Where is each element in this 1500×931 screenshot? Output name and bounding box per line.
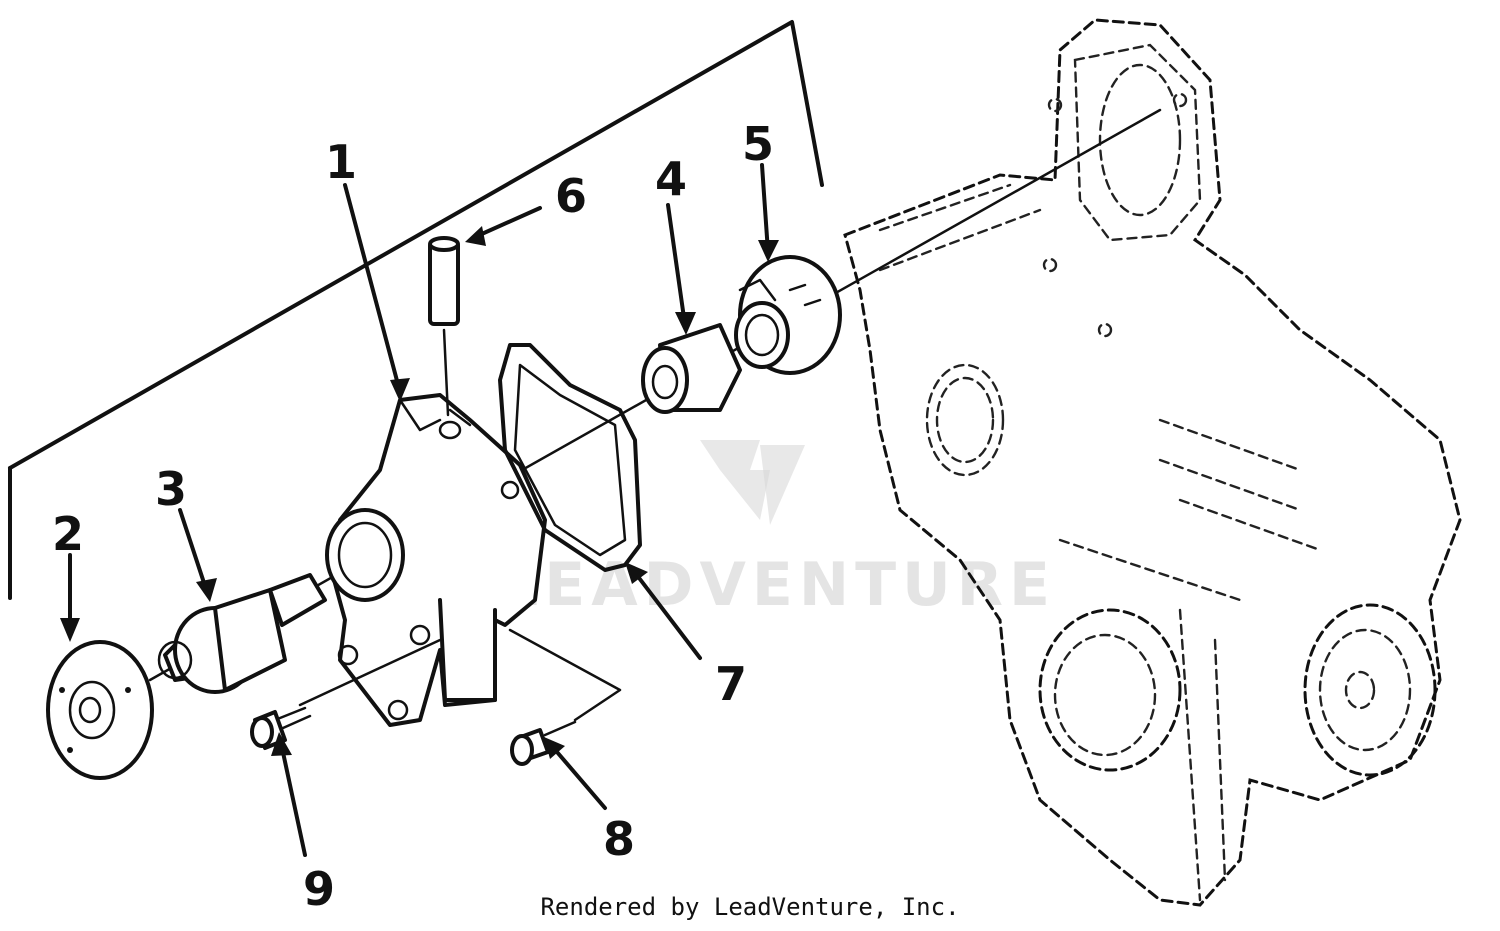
watermark-logo-shape — [700, 440, 770, 520]
engine-timing-cover — [843, 18, 1462, 907]
pump-housing — [325, 393, 547, 727]
callout-2: 2 — [52, 507, 84, 561]
watermark-text: LEADVENTURE — [500, 550, 1056, 620]
plug-pin — [428, 236, 460, 417]
callout-4: 4 — [655, 152, 687, 206]
assembly-bracket — [8, 20, 824, 470]
leader-arrows — [60, 163, 779, 857]
bolt-guide-line — [508, 628, 622, 722]
water-pump-seal — [641, 323, 742, 414]
bolt-long — [510, 720, 577, 766]
callout-1: 1 — [325, 135, 357, 189]
shaft-bearing — [157, 573, 327, 694]
watermark-logo-shape-2 — [760, 445, 805, 525]
render-credit: Rendered by LeadVenture, Inc. — [540, 893, 960, 921]
pump-gasket-inner — [513, 363, 627, 557]
callout-5: 5 — [742, 117, 774, 171]
callout-9: 9 — [303, 862, 335, 916]
impeller — [734, 255, 842, 375]
callout-7: 7 — [715, 657, 747, 711]
bolt-guide-line-2 — [298, 638, 442, 707]
leadventure-watermark: LEADVENTURE — [500, 440, 1056, 620]
callout-6: 6 — [555, 169, 587, 223]
pulley-flange — [46, 640, 154, 780]
pump-gasket — [498, 343, 642, 572]
callout-8: 8 — [603, 812, 635, 866]
callout-3: 3 — [155, 462, 187, 516]
